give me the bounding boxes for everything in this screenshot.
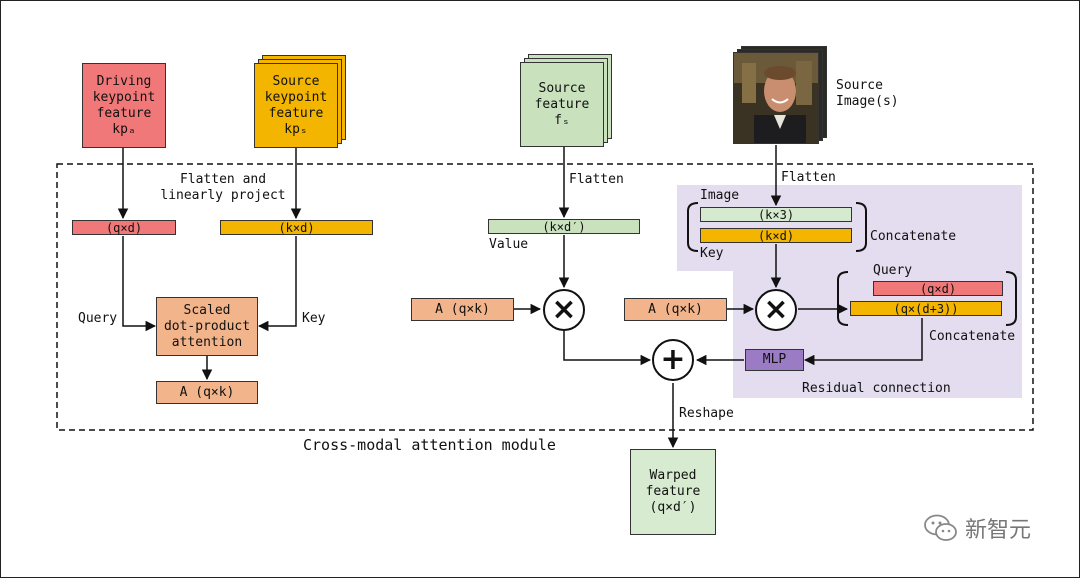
query-label-left: Query [78,311,118,326]
query-label-right: Query [873,263,913,278]
source-image-photo [733,52,819,144]
multiply-operator-right: × [755,289,797,331]
attention-input-middle: A (q×k) [411,298,514,321]
key-label-left: Key [302,311,326,326]
residual-connection-label: Residual connection [802,381,951,396]
watermark-text: 新智元 [965,518,1032,543]
concatenate-label-top: Concatenate [870,229,957,244]
mlp-box: MLP [745,349,804,371]
source-feature-box: Source feature fₛ [520,62,604,147]
key-bar-right: (k×d) [700,228,852,243]
source-keypoint-feature-box: Source keypoint feature kpₛ [254,63,338,148]
key-bar-left: (k×d) [220,220,373,235]
flatten-project-label: Flatten and linearly project [160,172,286,203]
attention-output-left: A (q×k) [156,381,258,404]
multiply-operator-middle: × [543,289,585,331]
scaled-dot-product-attention-box: Scaled dot-product attention [156,297,258,356]
image-label: Image [700,188,740,203]
image-bar: (k×3) [700,207,852,222]
reshape-label: Reshape [679,406,734,421]
watermark: 新智元 [923,512,1031,544]
query-bar-right: (q×d) [873,281,1003,296]
flatten-label-right: Flatten [781,170,836,185]
query-bar-left: (q×d) [72,220,176,235]
concatenate-label-bottom: Concatenate [929,329,1016,344]
warped-feature-box: Warped feature (q×d′) [630,449,716,535]
add-operator: + [652,339,694,381]
key-label-right: Key [700,246,724,261]
module-title: Cross-modal attention module [303,436,556,454]
value-bar: (k×d′) [488,219,640,234]
value-label: Value [489,237,529,252]
driving-keypoint-feature-box: Driving keypoint feature kpₐ [82,63,166,148]
wechat-icon [924,514,957,541]
source-image-label: Source Image(s) [836,78,899,109]
query-extended-bar: (q×(d+3)) [850,301,1002,316]
flatten-label-middle: Flatten [569,172,624,187]
attention-input-right: A (q×k) [624,298,727,321]
